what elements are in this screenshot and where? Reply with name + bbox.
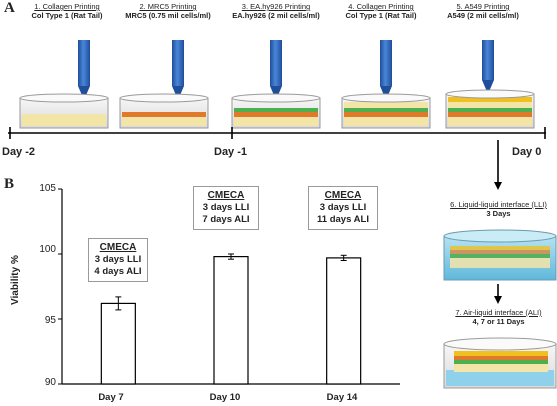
lli-duration: 3 Days: [486, 209, 511, 218]
day-label-minus-1: Day -1: [214, 146, 248, 158]
panel-b-letter: B: [4, 176, 15, 192]
lli-dish: [443, 229, 557, 281]
condition-callout: CMECA 3 days LLI 7 days ALI: [193, 186, 259, 230]
y-tick-label: 105: [39, 183, 56, 194]
petri-dish-collagen-top: [341, 93, 431, 129]
lli-label: 6. Liquid-liquid interface (LLI) 3 Days: [440, 200, 557, 218]
y-axis-title: Viability %: [10, 255, 21, 305]
panel-a-letter: A: [4, 0, 15, 16]
step-subtitle: Col Type 1 (Rat Tail): [345, 11, 417, 20]
step-title: 3. EA.hy926 Printing: [241, 2, 311, 11]
step-subtitle: A549 (2 mil cells/ml): [447, 11, 519, 20]
ali-title: 7. Air-liquid interface (ALI): [455, 308, 542, 317]
condition-callout: CMECA 3 days LLI 4 days ALI: [88, 238, 148, 282]
step-subtitle: Col Type 1 (Rat Tail): [31, 11, 103, 20]
callout-line: 3 days LLI: [319, 202, 367, 213]
x-category-label: Day 14: [326, 392, 358, 403]
callout-line: 3 days LLI: [202, 202, 250, 213]
y-tick-label: 95: [44, 315, 56, 326]
y-tick-label: 100: [39, 244, 56, 255]
callout-line: 7 days ALI: [202, 214, 250, 225]
step-1-label: 1. Collagen Printing Col Type 1 (Rat Tai…: [22, 2, 112, 20]
step-title: 5. A549 Printing: [456, 2, 510, 11]
day-label-minus-2: Day -2: [2, 146, 36, 158]
callout-line: 11 days ALI: [317, 214, 369, 225]
petri-dish-a549: [445, 89, 535, 129]
step-title: 4. Collagen Printing: [348, 2, 414, 11]
step-4-label: 4. Collagen Printing Col Type 1 (Rat Tai…: [336, 2, 426, 20]
callout-title: CMECA: [324, 190, 362, 201]
step-title: 2. MRC5 Printing: [139, 2, 197, 11]
bar: [100, 302, 136, 385]
ali-dish: [443, 337, 557, 389]
needle-icon: [380, 40, 392, 100]
condition-callout: CMECA 3 days LLI 11 days ALI: [308, 186, 378, 230]
x-category-label: Day 7: [98, 392, 124, 403]
step-3-label: 3. EA.hy926 Printing EA.hy926 (2 mil cel…: [226, 2, 326, 20]
bar: [326, 257, 362, 385]
petri-dish-eahy926: [231, 93, 321, 129]
ali-duration: 4, 7 or 11 Days: [472, 317, 525, 326]
callout-title: CMECA: [99, 242, 137, 253]
petri-dish-mrc5: [119, 93, 209, 129]
callout-line: 3 days LLI: [94, 254, 142, 265]
bar: [213, 256, 249, 385]
callout-title: CMECA: [207, 190, 245, 201]
arrow-down-icon: [494, 284, 502, 304]
petri-dish-collagen: [19, 93, 109, 129]
step-5-label: 5. A549 Printing A549 (2 mil cells/ml): [436, 2, 530, 20]
needle-icon: [482, 40, 494, 94]
needle-icon: [172, 40, 184, 100]
step-2-label: 2. MRC5 Printing MRC5 (0.75 mil cells/ml…: [120, 2, 216, 20]
needle-icon: [78, 40, 90, 100]
step-subtitle: EA.hy926 (2 mil cells/ml): [232, 11, 320, 20]
viability-chart: [58, 188, 400, 385]
timeline: [8, 127, 546, 139]
arrow-down-icon: [494, 140, 502, 190]
ali-label: 7. Air-liquid interface (ALI) 4, 7 or 11…: [440, 308, 557, 326]
step-subtitle: MRC5 (0.75 mil cells/ml): [125, 11, 211, 20]
callout-line: 4 days ALI: [94, 266, 142, 277]
y-tick-label: 90: [44, 377, 56, 388]
lli-title: 6. Liquid-liquid interface (LLI): [450, 200, 547, 209]
x-category-label: Day 10: [209, 392, 241, 403]
day-label-0: Day 0: [512, 146, 542, 158]
needle-icon: [270, 40, 282, 100]
step-title: 1. Collagen Printing: [34, 2, 100, 11]
